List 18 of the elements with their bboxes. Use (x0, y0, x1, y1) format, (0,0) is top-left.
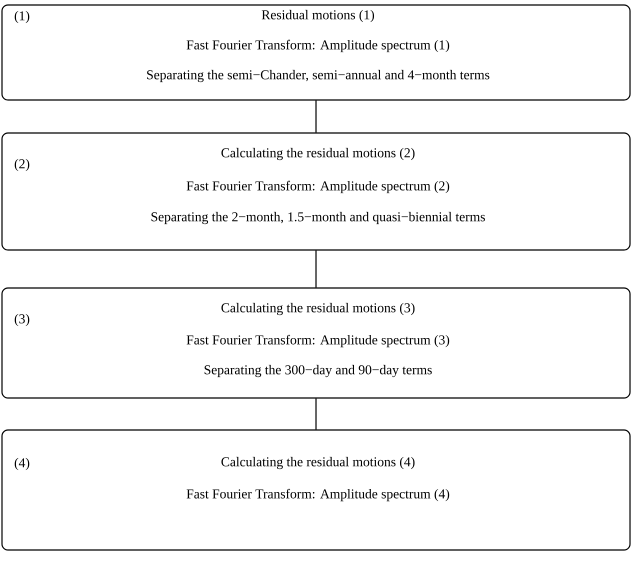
connector-line (315, 398, 317, 430)
step-text: Calculating the residual motions (3) (221, 302, 415, 316)
step-text: Calculating the residual motions (4) (221, 456, 415, 470)
step-text: Separating the 300−day and 90−day terms (204, 364, 432, 378)
step-text: Fast Fourier Transform: Amplitude spectrum (3) (186, 334, 450, 348)
step-text: Residual motions (1) (262, 10, 374, 22)
step-number: (3) (14, 314, 30, 326)
connector-line (315, 100, 317, 132)
connector-line (315, 250, 317, 288)
step-text: Calculating the residual motions (2) (221, 148, 415, 160)
step-text: Separating the 2−month, 1.5−month and quasi−biennial terms (152, 212, 485, 224)
step-text: Fast Fourier Transform: Amplitude spectrum (4) (186, 488, 450, 502)
step-text: Separating the semi−Chander, semi−annual and 4−month terms (147, 70, 490, 82)
step-number: (4) (14, 458, 30, 470)
step-text: Fast Fourier Transform: Amplitude spectrum (2) (186, 180, 450, 194)
step-number: (2) (14, 158, 30, 172)
step-text: Fast Fourier Transform: Amplitude spectrum (1) (186, 40, 450, 52)
step-number: (1) (14, 10, 30, 24)
